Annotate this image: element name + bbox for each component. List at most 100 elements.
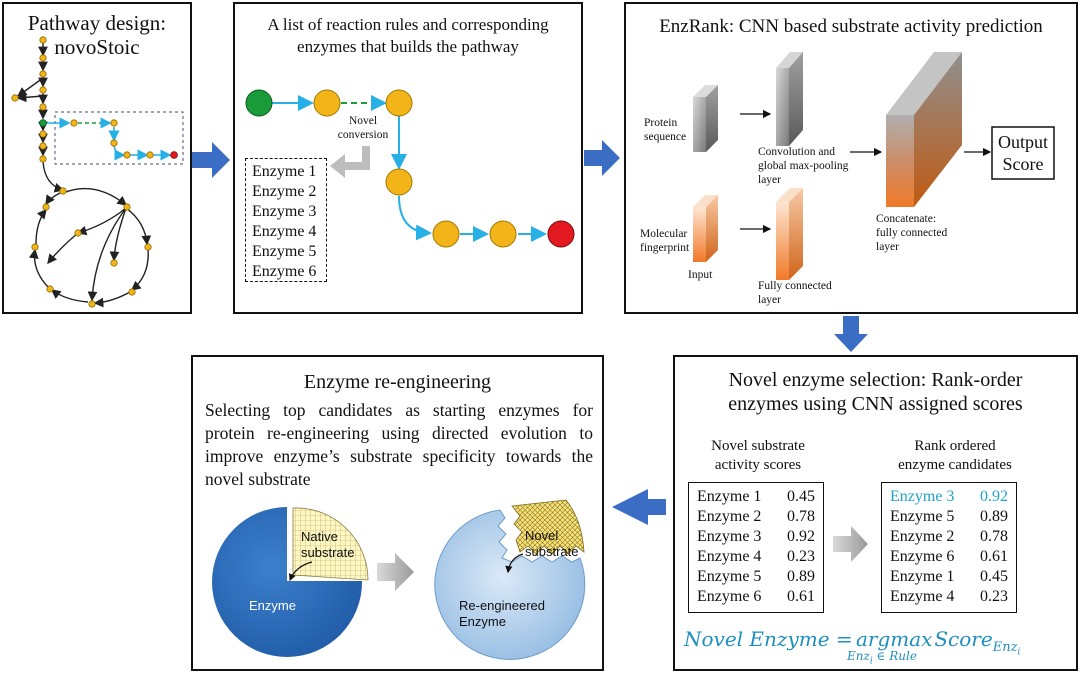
output-line2: Score [1002, 154, 1044, 174]
molecular-line1: Molecular [640, 228, 688, 240]
concat-line3: layer [876, 241, 899, 253]
target-node [547, 220, 575, 248]
enzyme-score: 0.45 [787, 488, 815, 505]
reengineering-description: Selecting top candidates as starting enz… [205, 400, 593, 489]
novel-line2: conversion [337, 129, 389, 141]
enzyme-name: Enzyme 1 [697, 488, 762, 505]
enzyme-score: 0.89 [787, 568, 815, 585]
enzyme-score: 0.89 [980, 508, 1008, 525]
enzyme-score: 0.92 [787, 528, 815, 545]
concat-line2: fully connected [876, 227, 948, 239]
novel-substrate-shape [511, 499, 585, 555]
ranked-heading-line2: enzyme candidates [898, 457, 1012, 473]
gray-bent-arrow [330, 146, 370, 178]
enzyme-name: Enzyme 6 [890, 548, 955, 565]
scores-heading-line1: Novel substrate [711, 438, 805, 454]
concat-line1: Concatenate: [876, 213, 937, 225]
argmax-formula: Novel Enzyme = argmax Enzi ∈ Rule ScoreE… [684, 624, 1074, 668]
input-label: Input [688, 269, 713, 281]
rule-enzyme-item: Enzyme 4 [252, 223, 317, 240]
novel-sub-line1: Novel [525, 528, 559, 543]
formula-lhs: Novel Enzyme = [684, 627, 860, 651]
fc-layer-block [776, 202, 789, 280]
enzyme-name: Enzyme 1 [890, 568, 955, 585]
enzyme-name: Enzyme 3 [697, 528, 762, 545]
protein-block-top [693, 85, 718, 97]
conv-line3: layer [758, 174, 781, 186]
fingerprint-input-block [693, 207, 706, 262]
native-line2: substrate [301, 545, 355, 560]
protein-input-block [693, 97, 706, 152]
reengineered-enzyme-shape [434, 509, 586, 660]
fc-layer-label: Fully connected layer [758, 279, 832, 307]
enzyme-label: Enzyme [249, 598, 296, 613]
output-score-label: Output Score [992, 131, 1054, 175]
score-row: Enzyme 1 0.45 [890, 567, 1008, 587]
enzyme-name: Enzyme 2 [890, 528, 955, 545]
enzyme-name: Enzyme 2 [697, 508, 762, 525]
score-row: Enzyme 4 0.23 [697, 547, 815, 567]
selection-title-line1: Novel enzyme selection: Rank-order [728, 369, 1023, 391]
score-row: Enzyme 4 0.23 [890, 587, 1008, 607]
protein-line1: Protein [644, 117, 678, 129]
formula-score: ScoreEnzi [928, 627, 1020, 658]
ranked-heading: Rank ordered enzyme candidates [880, 437, 1030, 475]
scores-heading: Novel substrate activity scores [688, 437, 828, 475]
score-row: Enzyme 1 0.45 [697, 487, 815, 507]
enzyme-name: Enzyme 4 [697, 548, 762, 565]
start-node [245, 89, 273, 117]
rule-enzyme-item: Enzyme 5 [252, 243, 317, 260]
enzyme-score: 0.45 [980, 568, 1008, 585]
novel-sub-line2: substrate [525, 544, 579, 559]
enzyme-score: 0.23 [787, 548, 815, 565]
formula-sub-rest: ∈ Rule [872, 649, 917, 663]
formula-argmax: argmax [856, 627, 933, 651]
enzyme-name: Enzyme 3 [890, 488, 955, 505]
conv-line2: global max-pooling [758, 160, 849, 172]
formula-sub-enz: Enz [847, 649, 870, 663]
ranked-heading-line1: Rank ordered [914, 438, 996, 454]
formula-score-sub-i: i [1017, 647, 1021, 658]
formula-score-text: Score [928, 627, 993, 651]
reengineered-label: Re-engineered Enzyme [459, 598, 545, 630]
novel-substrate-label: Novel substrate [525, 528, 578, 560]
enzyme-score: 0.23 [980, 588, 1008, 605]
conv-line1: Convolution and [758, 146, 835, 158]
rules-title-line2: enzymes that builds the pathway [297, 37, 519, 56]
rule-enzyme-item: Enzyme 6 [252, 263, 317, 280]
native-line1: Native [301, 529, 338, 544]
enzyme-name: Enzyme 4 [890, 588, 955, 605]
enzyme-score: 0.92 [980, 488, 1008, 505]
conv-layer-label: Convolution and global max-pooling layer [758, 145, 848, 187]
rule-enzyme-item: Enzyme 1 [252, 163, 317, 180]
output-score-box [991, 126, 1055, 180]
rule-enzyme-item: Enzyme 3 [252, 203, 317, 220]
enzyme-score: 0.61 [787, 588, 815, 605]
selection-title-line2: enzymes using CNN assigned scores [728, 393, 1023, 415]
score-row: Enzyme 3 0.92 [697, 527, 815, 547]
enzyme-score: 0.61 [980, 548, 1008, 565]
concat-layer-label: Concatenate: fully connected layer [876, 212, 947, 254]
conv-layer-block [776, 68, 789, 146]
score-row: Enzyme 6 0.61 [890, 547, 1008, 567]
formula-score-sub: Enz [992, 640, 1018, 655]
fc-line1: Fully connected [758, 280, 832, 292]
